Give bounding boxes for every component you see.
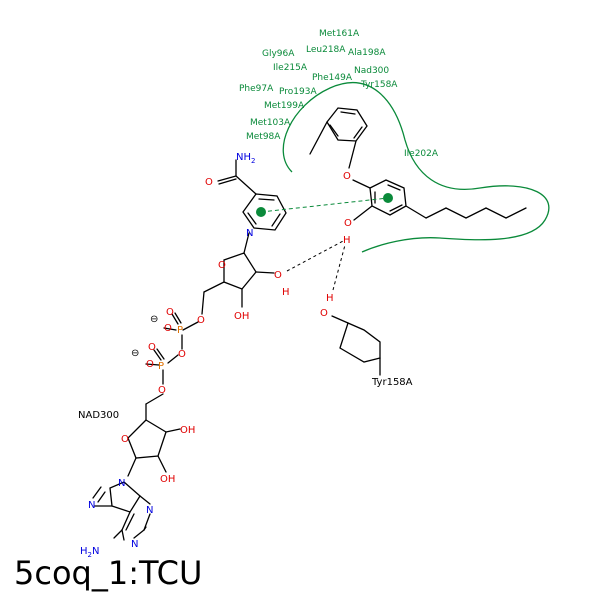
residue-label: Ile215A: [273, 63, 308, 73]
residue-label: Gly96A: [262, 49, 295, 59]
pocket-residue-labels: Met161A Gly96A Leu218A Ala198A Ile215A N…: [239, 29, 439, 159]
phosphorus-label: P: [158, 361, 164, 372]
residue-label: Pro193A: [279, 87, 317, 97]
hbond-line: [286, 239, 346, 272]
phenol-hydrogen-label: H: [343, 235, 351, 246]
residue-label: Met199A: [264, 101, 305, 111]
phosphate-ester-oxygen-label: O: [158, 385, 166, 396]
pyridinium-nitrogen-label: N: [246, 228, 253, 239]
residue-label: Leu218A: [306, 45, 346, 55]
nad-label: NAD300: [78, 410, 119, 421]
ribose-hydroxyl-oxygen-label: O: [274, 270, 282, 281]
adenine-amine-label: H2N: [80, 546, 99, 559]
ligand-bonds: [309, 107, 527, 376]
residue-label: Ile202A: [404, 149, 439, 159]
pi-centroid: [383, 193, 393, 203]
phosphorus-label: P: [177, 325, 183, 336]
adenine-nitrogen-label: N: [146, 505, 153, 516]
bridge-oxygen-label: O: [178, 349, 186, 360]
diagram-title: 5coq_1:TCU: [14, 554, 202, 592]
hydrogen-bonds: [286, 239, 346, 291]
residue-label: Phe149A: [312, 73, 353, 83]
phosphate-oxygen-label: O: [146, 359, 154, 370]
residue-label: Nad300: [354, 66, 389, 76]
ether-oxygen-label: O: [343, 171, 351, 182]
tyrosine-oxygen-label: O: [320, 308, 328, 319]
pi-centroid: [256, 207, 266, 217]
adenine-nitrogen-label: N: [131, 539, 138, 550]
hbond-line: [332, 244, 346, 291]
residue-label: Tyr158A: [360, 80, 398, 90]
negative-charge-1: ⊖: [150, 314, 158, 325]
residue-label: Met161A: [319, 29, 360, 39]
ribose2-oh-label: OH: [160, 474, 175, 485]
phosphate-oxygen-label: O: [166, 307, 174, 318]
atom-labels: NH2 O N O O H OH O ⊖ O O P O ⊖ O O P O N…: [78, 152, 413, 559]
negative-charge-2: ⊖: [131, 348, 139, 359]
residue-label: Met103A: [250, 118, 291, 128]
amide-oxygen-label: O: [205, 177, 213, 188]
residue-label: Met98A: [246, 132, 281, 142]
ribose2-oh-label: OH: [180, 425, 195, 436]
residue-label: Phe97A: [239, 84, 274, 94]
hydrophobic-pocket-contour: [282, 82, 550, 253]
phenol-oxygen-label: O: [344, 218, 352, 229]
phosphate-ester-oxygen-label: O: [197, 315, 205, 326]
ribose-oh-label: OH: [234, 311, 249, 322]
adenine-nitrogen-label: N: [118, 478, 125, 489]
pi-stacking: [256, 193, 393, 217]
phosphate-oxygen-label: O: [148, 342, 156, 353]
ribose-ring-oxygen-label: O: [218, 260, 226, 271]
tyrosine-hydrogen-label: H: [326, 293, 334, 304]
ribose-hydroxyl-hydrogen-label: H: [282, 287, 290, 298]
ribose2-ring-oxygen-label: O: [121, 434, 129, 445]
tyr-residue-label: Tyr158A: [371, 377, 413, 388]
residue-label: Ala198A: [348, 48, 386, 58]
adenine-nitrogen-label: N: [88, 500, 95, 511]
pi-stacking-line: [260, 197, 389, 213]
phosphate-oxygen-label: O: [164, 323, 172, 334]
nad-bonds: [92, 159, 287, 541]
amide-nh2-label: NH2: [236, 152, 255, 165]
